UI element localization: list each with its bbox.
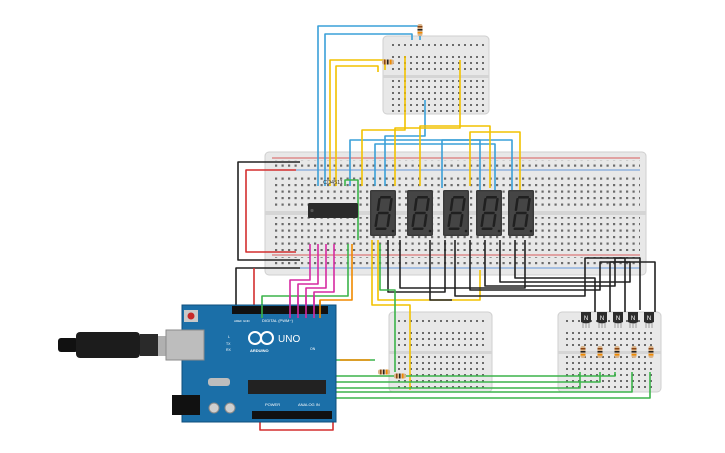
seven-segment-display: 88 [370, 190, 396, 236]
resistor [580, 346, 586, 358]
breadboard-bottom-middle [388, 311, 493, 393]
seven-segment-displays: 8888888888 [370, 190, 534, 236]
usb-cable [58, 332, 180, 358]
resistor [648, 346, 654, 358]
arduino-uno[interactable]: UNO ARDUINO DIGITAL (PWM~) POWER ANALOG … [58, 304, 337, 423]
seven-segment-display: 88 [407, 190, 433, 236]
analog-label: ANALOG IN [298, 402, 320, 407]
resistor [378, 369, 390, 375]
npn-transistor: N [581, 312, 591, 328]
decoder-chip-label: CD4511 [323, 180, 343, 186]
resistor [382, 59, 394, 65]
arduino-header-wires [261, 296, 321, 318]
decoder-chip[interactable]: CD4511 [308, 180, 358, 218]
transistor-label: N [584, 316, 588, 322]
resistor [394, 373, 406, 379]
arduino-logo [248, 331, 274, 345]
transistor-label: N [600, 316, 604, 322]
breadboard-bottom-right [557, 311, 662, 393]
l-label: L [228, 335, 230, 339]
npn-transistor: N [613, 312, 623, 328]
arduino-model: UNO [278, 334, 300, 345]
transistor-label: N [631, 316, 635, 322]
resistor [597, 346, 603, 358]
npn-transistor: N [597, 312, 607, 328]
digital-label: DIGITAL (PWM~) [262, 318, 294, 323]
breadboard-top [382, 35, 490, 115]
rx-label: RX [226, 348, 232, 352]
transistor-label: N [616, 316, 620, 322]
npn-transistor: N [644, 312, 654, 328]
resistor [631, 346, 637, 358]
resistor [417, 24, 423, 36]
on-label: ON [310, 347, 316, 351]
arduino-logo-text: ARDUINO [250, 348, 269, 353]
wires [235, 25, 656, 431]
power-label: POWER [265, 402, 280, 407]
npn-transistor: N [628, 312, 638, 328]
tx-label: TX [226, 342, 231, 346]
gnd-label: GND [243, 319, 251, 323]
seven-segment-display: 88 [476, 190, 502, 236]
aref-label: AREF [234, 319, 242, 323]
transistor-label: N [647, 316, 651, 322]
resistors [378, 24, 654, 379]
resistor [614, 346, 620, 358]
seven-segment-display: 88 [508, 190, 534, 236]
seven-segment-display: 88 [443, 190, 469, 236]
